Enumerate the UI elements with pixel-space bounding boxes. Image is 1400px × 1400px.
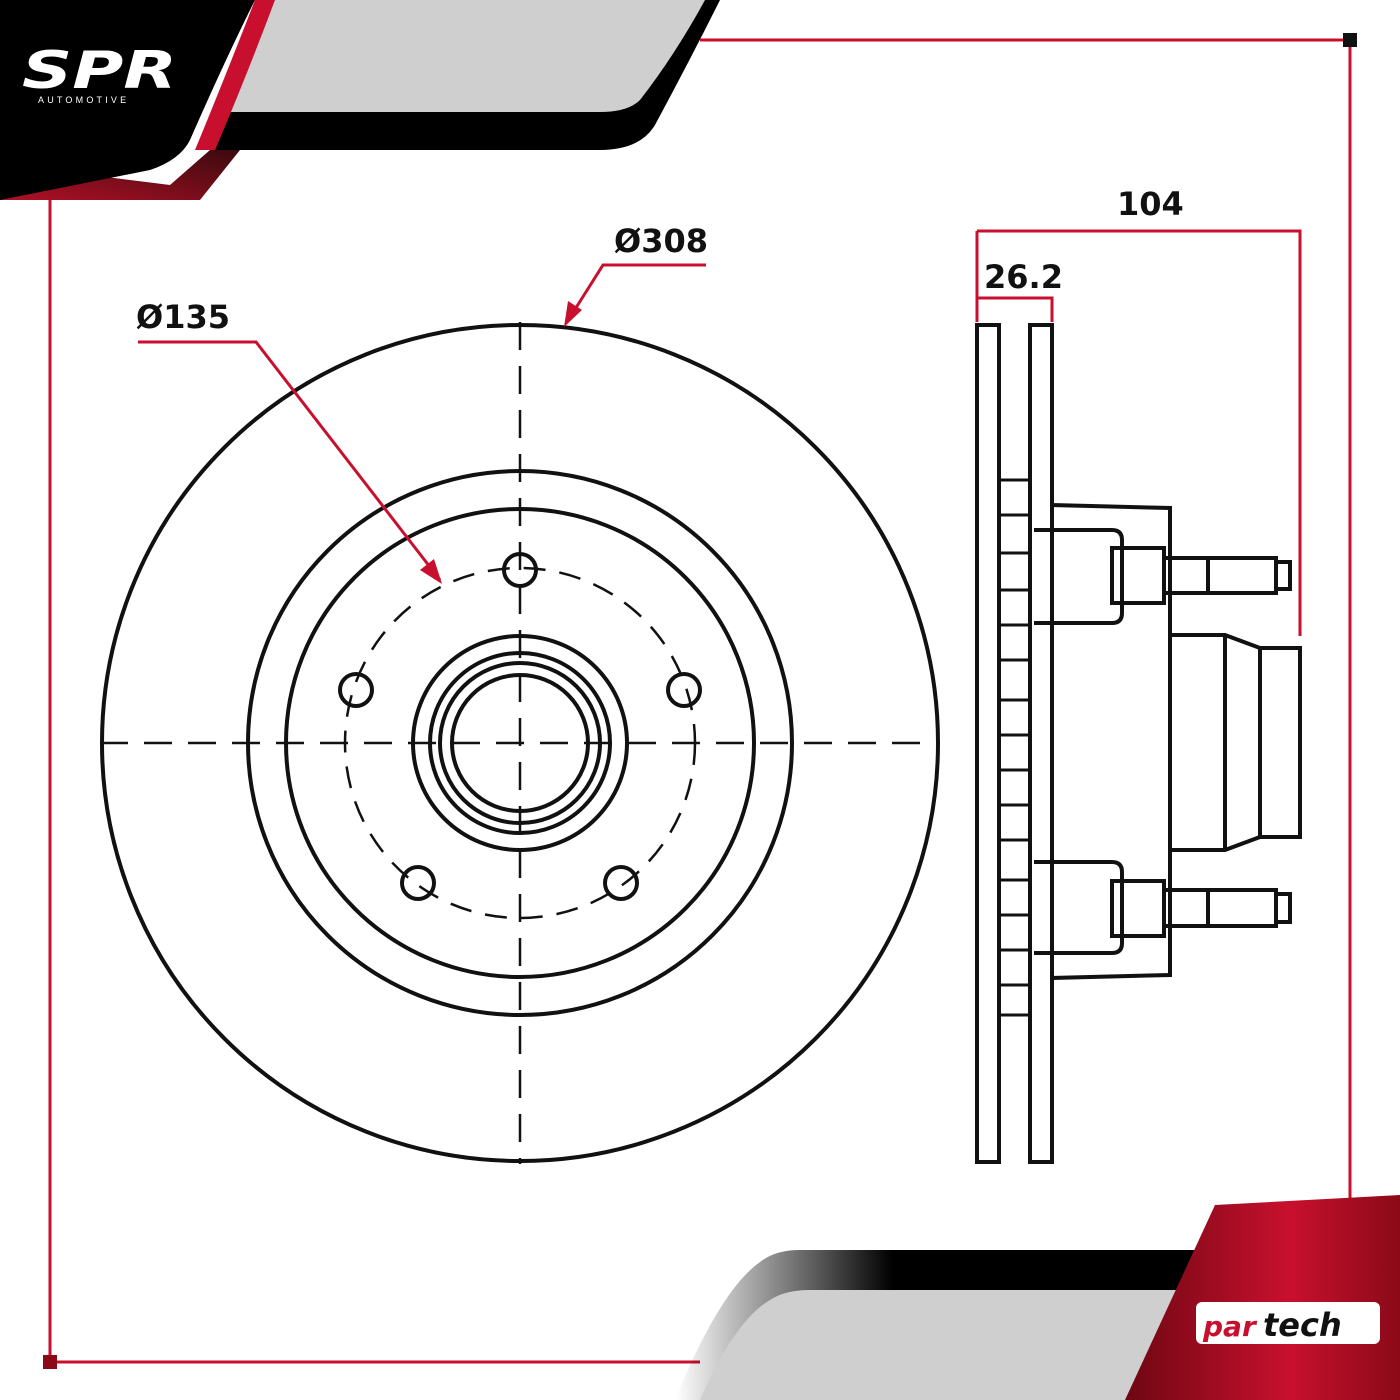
upper-stud-shaft — [1164, 556, 1292, 595]
dim-label-bolt-circle: Ø135 — [136, 298, 230, 336]
rotor-outer-plate — [975, 323, 1001, 1164]
bottom-banner — [675, 1195, 1400, 1400]
dim-label-outer-diameter: Ø308 — [614, 222, 708, 260]
vent-lines — [999, 478, 1030, 1017]
partech-logo-prefix: par — [1202, 1310, 1258, 1343]
dim-line-total-height — [977, 229, 1302, 636]
lower-stud-shaft — [1164, 888, 1292, 928]
lug-hole — [603, 865, 639, 901]
dim-line-rotor-thickness-bar — [977, 296, 1054, 322]
lug-hole — [338, 672, 374, 708]
dim-label-rotor-thickness: 26.2 — [984, 258, 1063, 296]
lower-stud-boss — [1034, 860, 1124, 955]
lower-stud-head — [1110, 879, 1166, 938]
partech-logo-badge — [1196, 1302, 1380, 1344]
dim-leader-outer-diameter — [565, 263, 706, 323]
spr-logo-sub: AUTOMOTIVE — [38, 95, 129, 105]
partech-logo-suffix: tech — [1263, 1306, 1342, 1344]
spr-logo: SPR AUTOMOTIVE — [22, 41, 177, 105]
dim-label-total-height: 104 — [1117, 185, 1184, 223]
drawing-frame — [48, 38, 1352, 1364]
hub-hat-profile — [1050, 480, 1172, 1012]
rotor-front-view — [100, 322, 940, 1164]
dimension-lines — [138, 229, 1302, 636]
lug-hole — [400, 865, 436, 901]
hub-pilot — [1170, 633, 1302, 852]
dim-arrow-outer-diameter — [564, 301, 582, 327]
dim-arrow-bolt-circle — [420, 559, 442, 584]
lug-hole — [666, 672, 702, 708]
dim-leader-bolt-circle — [138, 340, 442, 581]
partech-logo: par tech — [1196, 1302, 1380, 1344]
frame-corner-bottom-left — [43, 1355, 57, 1369]
rotor-side-view — [975, 323, 1302, 1164]
upper-stud-head — [1110, 546, 1166, 605]
top-banner — [0, 0, 720, 200]
frame-corner-top-right — [1343, 33, 1357, 47]
rotor-inner-plate — [1028, 323, 1054, 1164]
spr-logo-main: SPR — [22, 41, 177, 101]
upper-stud-boss — [1034, 528, 1124, 625]
